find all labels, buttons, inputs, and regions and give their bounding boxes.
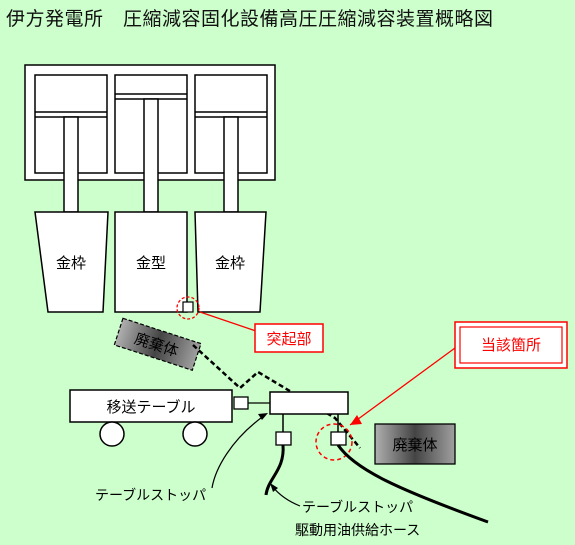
transfer-table: 移送テーブル	[69, 389, 233, 447]
relevant-location-circle	[315, 423, 353, 461]
hose-right	[336, 444, 489, 524]
hose-label-line2: 駆動用油供給ホース	[295, 523, 420, 539]
mold-right-label: 金枠	[215, 254, 245, 272]
table-stopper-label: テーブルストッパ	[95, 487, 206, 504]
table-stopper-leader	[211, 414, 266, 489]
waste-tilted: 廃棄体	[113, 317, 202, 372]
protrusion-leader-line	[199, 311, 263, 334]
table-stopper-arrowhead	[258, 413, 268, 420]
piston-rods	[63, 98, 239, 213]
table-wheel-left	[99, 421, 125, 447]
mold-center-label: 金型	[136, 254, 166, 272]
hose-label-line1: テーブルストッパ	[302, 499, 413, 516]
relevant-location-arrowhead	[350, 415, 362, 425]
table-stopper-block	[275, 431, 292, 446]
table-wheel-right	[182, 421, 208, 447]
relevant-location-label: 当該箇所	[481, 336, 541, 354]
protrusion-callout-box	[254, 323, 324, 353]
mold-center: 金型	[114, 211, 188, 313]
table-stopper-block-right	[330, 431, 347, 446]
relevant-location-leader-line	[349, 347, 456, 426]
protrusion-highlight-circle	[176, 296, 200, 320]
hose-arrowhead	[270, 483, 278, 492]
protrusion-part	[182, 301, 194, 313]
waste-right-label: 廃棄体	[392, 436, 437, 454]
waste-right: 廃棄体	[374, 423, 456, 465]
diagram-title: 伊方発電所 圧縮減容固化設備高圧圧縮減容装置概略図	[6, 8, 494, 30]
relevant-location-callout-inner	[459, 326, 563, 364]
hose-left	[264, 444, 285, 496]
transfer-table-label: 移送テーブル	[106, 398, 195, 416]
waste-trajectory-dashed	[192, 344, 361, 449]
mold-right: 金枠	[194, 211, 267, 313]
mold-left-label: 金枠	[56, 254, 86, 272]
mold-left: 金枠	[34, 211, 109, 313]
stopper-mechanism	[233, 391, 349, 446]
protrusion-callout-label: 突起部	[266, 330, 311, 348]
